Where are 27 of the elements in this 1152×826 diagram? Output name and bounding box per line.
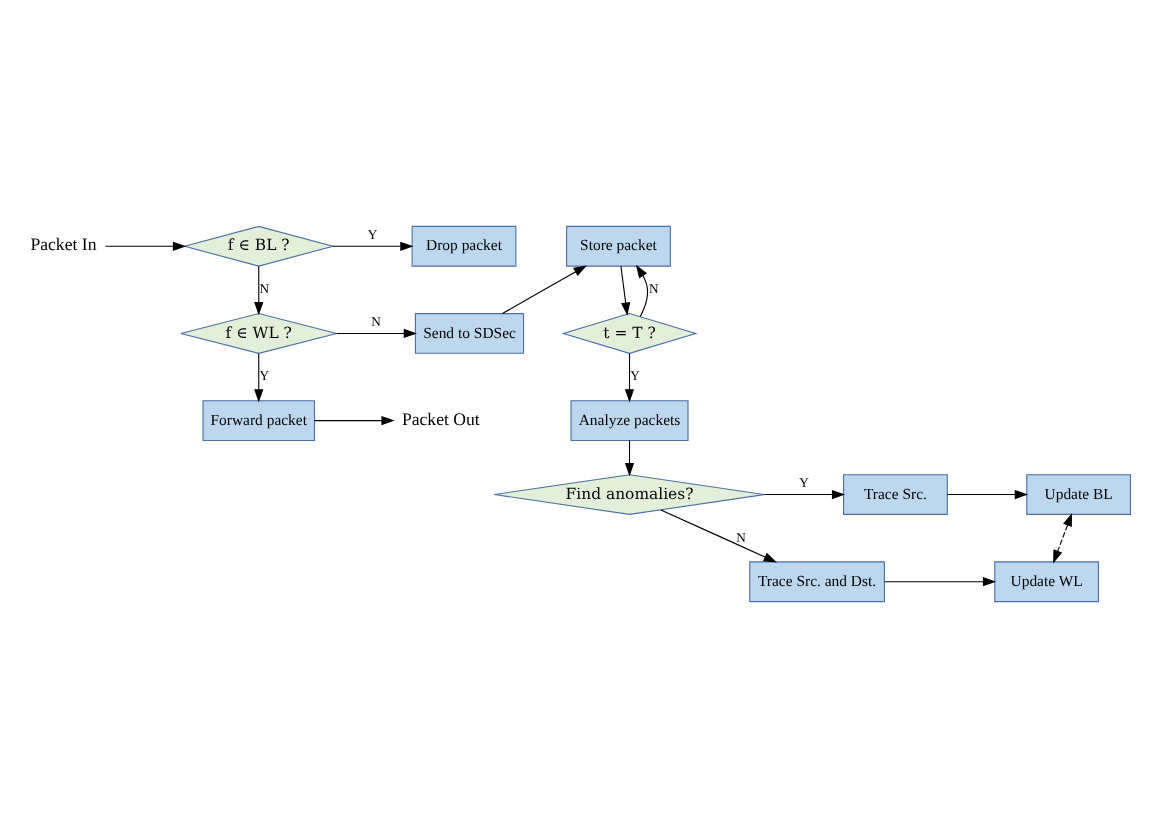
node-text: Packet Out xyxy=(401,407,480,428)
arrow xyxy=(884,576,997,586)
node-box: Update BL xyxy=(1026,473,1132,514)
arrow xyxy=(314,415,395,425)
arrow xyxy=(336,327,417,338)
node-box: Update WL xyxy=(994,560,1100,602)
arrow xyxy=(254,264,264,315)
arrow xyxy=(254,351,264,402)
arrow xyxy=(946,488,1028,499)
node-text: Packet In xyxy=(30,233,97,254)
node-box: Drop packet xyxy=(411,224,517,266)
node-box: Forward packet xyxy=(202,399,316,441)
arrow xyxy=(501,264,587,314)
arrow xyxy=(620,264,631,315)
node-box: Send to SDSec xyxy=(414,312,525,353)
arrow xyxy=(624,351,635,402)
arrow xyxy=(624,439,635,476)
node-box: Analyze packets xyxy=(570,399,689,441)
arrow xyxy=(763,488,846,499)
arrow xyxy=(1053,511,1073,563)
node-box: Trace Src. and Dst. xyxy=(749,560,885,602)
arrow xyxy=(660,508,777,562)
arrow xyxy=(332,240,414,250)
node-box: Store packet xyxy=(566,224,671,266)
node-box: Trace Src. xyxy=(843,473,948,514)
arrow xyxy=(635,263,649,317)
arrow xyxy=(104,240,187,250)
